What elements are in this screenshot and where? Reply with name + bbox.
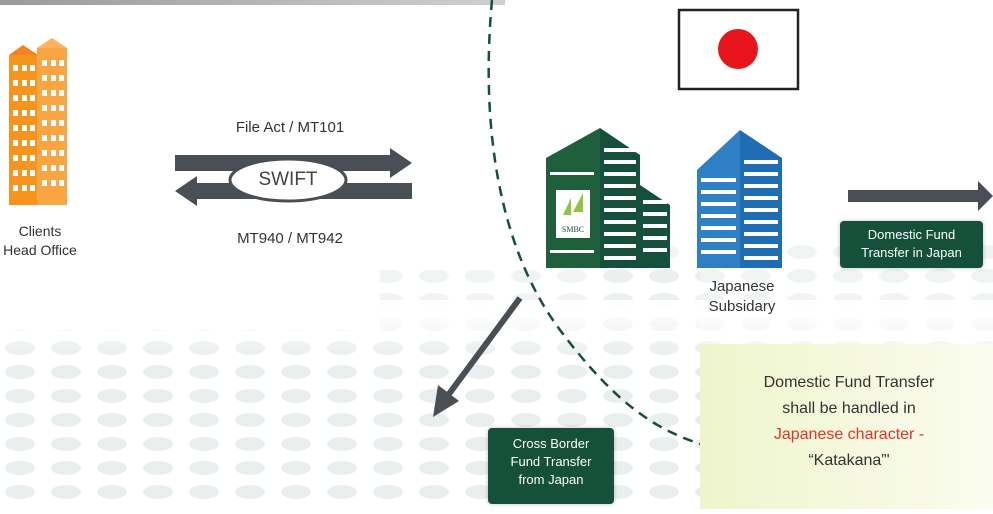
client-label-line1: Clients — [18, 223, 62, 239]
cross-border-arrow — [433, 296, 523, 417]
cross-border-box: Cross Border Fund Transfer from Japan — [488, 428, 614, 504]
japan-boundary-line — [487, 0, 701, 446]
cross-border-line1: Cross Border — [512, 436, 590, 451]
note-line4: “Katakana”' — [808, 452, 890, 469]
subsidiary-label-line1: Japanese — [709, 278, 775, 295]
japan-flag-icon — [677, 8, 800, 91]
outbound-message-label: File Act / MT101 — [235, 119, 345, 136]
note-line2: shall be handled in — [782, 400, 916, 417]
cross-border-line2: Fund Transfer — [510, 454, 592, 469]
subsidiary-label: Japanese Subsidary — [697, 277, 787, 317]
domestic-box-line1: Domestic Fund — [867, 227, 956, 242]
client-office-label: Clients Head Office — [0, 222, 80, 260]
swift-ellipse — [228, 157, 348, 203]
swift-label: SWIFT — [258, 169, 318, 190]
domestic-transfer-arrow — [848, 181, 993, 211]
smbc-bank-building-icon — [546, 128, 670, 268]
katakana-note-text: Domestic Fund Transfer shall be handled … — [714, 370, 984, 474]
domestic-box-line2: Transfer in Japan — [861, 245, 962, 260]
note-line3: Japanese character - — [773, 426, 925, 443]
top-bar — [0, 0, 505, 5]
domestic-transfer-box: Domestic Fund Transfer in Japan — [840, 221, 983, 268]
japanese-subsidiary-building-icon — [697, 130, 782, 268]
cross-border-line3: from Japan — [518, 472, 584, 487]
note-line1: Domestic Fund Transfer — [763, 374, 935, 391]
inbound-message-label: MT940 / MT942 — [237, 230, 343, 247]
client-office-icon — [9, 38, 67, 205]
client-label-line2: Head Office — [3, 242, 77, 258]
smbc-logo-text: SMBC — [562, 225, 584, 234]
katakana-note-panel — [700, 344, 993, 509]
subsidiary-label-line2: Subsidary — [708, 298, 776, 315]
